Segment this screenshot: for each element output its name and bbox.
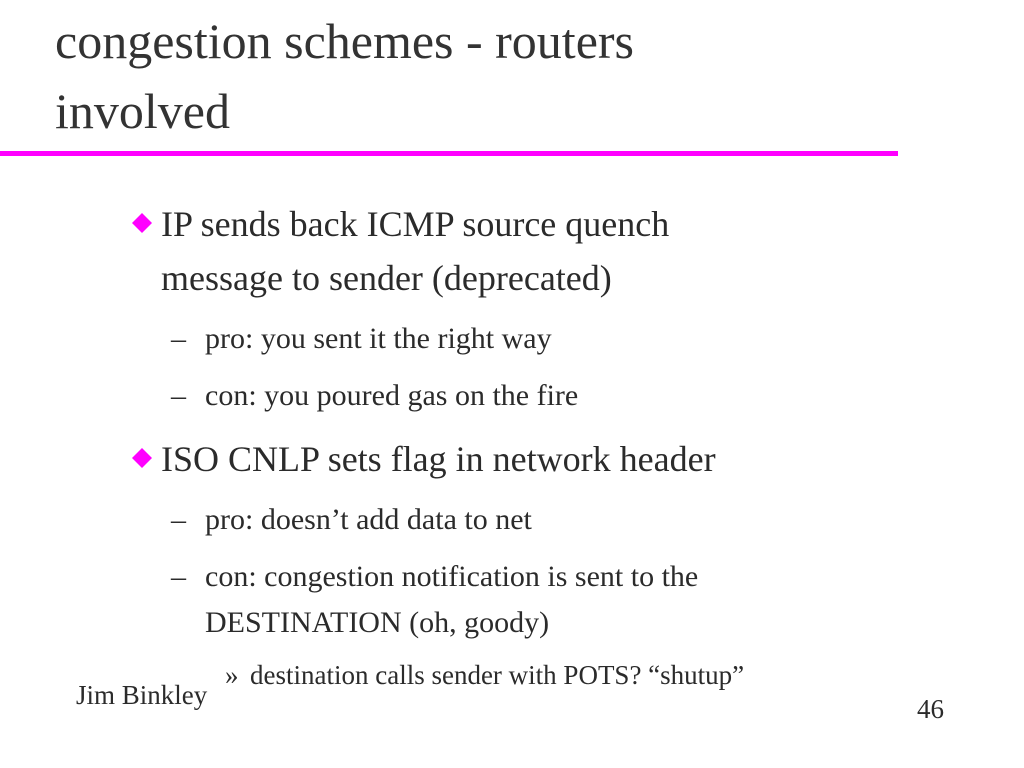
dash-marker: – xyxy=(171,379,186,412)
diamond-bullet-icon xyxy=(125,197,161,251)
dash-marker: – xyxy=(171,322,186,355)
bullet-text-line-1: ISO CNLP sets flag in network header xyxy=(161,439,716,479)
dash-marker: – xyxy=(171,503,186,536)
dash-marker: – xyxy=(171,560,186,593)
sub-item-con-destination: – con: congestion notification is sent t… xyxy=(171,554,699,646)
bullet-item-ip-source-quench: IP sends back ICMP source quench message… xyxy=(132,197,670,305)
bullet-item-iso-cnlp: ISO CNLP sets flag in network header xyxy=(132,432,716,486)
slide-title: congestion schemes - routers involved xyxy=(55,6,895,146)
title-underline xyxy=(0,151,898,156)
diamond-bullet-icon xyxy=(125,432,161,486)
bullet-text-line-1: IP sends back ICMP source quench xyxy=(161,204,670,244)
sub-item-con-gas-fire: – con: you poured gas on the fire xyxy=(171,373,579,419)
bullet-text-line-2: message to sender (deprecated) xyxy=(161,258,612,298)
sub-sub-item-pots-shutup: » destination calls sender with POTS? “s… xyxy=(225,659,745,691)
sub-item-text: pro: doesn’t add data to net xyxy=(205,503,532,536)
sub-item-text: con: you poured gas on the fire xyxy=(205,379,579,412)
slide-page-number: 46 xyxy=(917,694,944,724)
raquo-marker: » xyxy=(225,660,239,690)
slide-title-line-1: congestion schemes - routers xyxy=(55,13,635,69)
sub-item-text-line-2: DESTINATION (oh, goody) xyxy=(205,606,550,639)
slide-title-line-2: involved xyxy=(55,83,230,139)
sub-item-text-line-1: con: congestion notification is sent to … xyxy=(205,560,699,593)
sub-sub-item-text: destination calls sender with POTS? “shu… xyxy=(250,660,745,690)
sub-item-pro-right-way: – pro: you sent it the right way xyxy=(171,316,552,362)
footer-author: Jim Binkley xyxy=(76,680,208,710)
sub-item-text: pro: you sent it the right way xyxy=(205,322,552,355)
sub-item-pro-no-data: – pro: doesn’t add data to net xyxy=(171,497,532,543)
